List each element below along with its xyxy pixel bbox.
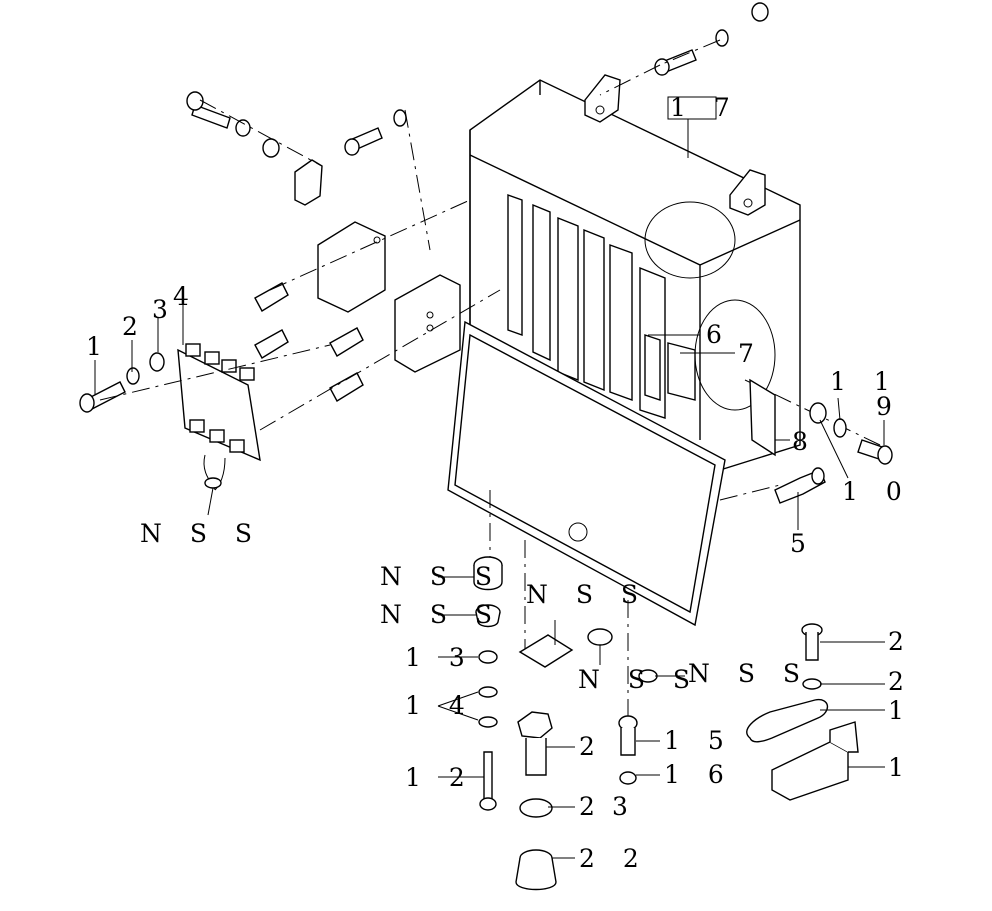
callout-16: 1 6 xyxy=(664,760,734,789)
callout-nut-22: 2 2 xyxy=(579,844,649,873)
callout-15: 1 5 xyxy=(664,726,734,755)
callout-10: 1 0 xyxy=(842,477,912,506)
callout-nss-a: N S S xyxy=(380,562,502,591)
callout-12: 1 2 xyxy=(405,763,475,792)
callout-washer-2: 2 xyxy=(579,792,605,821)
small-plate xyxy=(518,620,574,668)
callout-6: 6 xyxy=(706,320,732,349)
callout-nss-left: N S S xyxy=(140,519,262,548)
callout-9: 9 xyxy=(876,392,902,421)
callout-1: 1 xyxy=(86,332,112,361)
callout-nss-c: N S S xyxy=(526,580,648,609)
circuit-board xyxy=(177,343,261,516)
left-bracket-assembly xyxy=(254,159,461,402)
callout-5: 5 xyxy=(790,529,816,558)
callout-right-1a: 1 xyxy=(888,696,914,725)
right-bracket-assembly xyxy=(749,378,893,504)
callout-7: 7 xyxy=(738,339,764,368)
callout-nss-e: N S S xyxy=(688,659,810,688)
hold-down-parts xyxy=(746,623,859,801)
callout-bolt-2: 2 xyxy=(579,732,605,761)
leader-lines xyxy=(94,305,885,859)
left-fasteners xyxy=(79,2,769,413)
callout-right-2a: 2 xyxy=(888,627,914,656)
callout-13: 1 3 xyxy=(405,643,475,672)
callout-labels: 1 2 3 4 6 7 8 9 1 0 1 1 5 1 7 N S S N S … xyxy=(86,93,914,873)
callout-right-2b: 2 xyxy=(888,667,914,696)
callout-11: 1 1 xyxy=(830,367,900,396)
callout-nss-d: N S S xyxy=(578,665,700,694)
callout-right-1b: 1 xyxy=(888,753,914,782)
callout-2: 2 xyxy=(122,312,148,341)
front-panel xyxy=(447,320,726,627)
small-bolt xyxy=(587,628,658,785)
callout-sub-3: 3 xyxy=(612,792,638,821)
bottom-left-stack xyxy=(473,556,503,811)
callout-3: 3 xyxy=(152,295,178,324)
callout-8: 8 xyxy=(792,427,818,456)
callout-nss-b: N S S xyxy=(380,600,502,629)
callout-17: 1 7 xyxy=(670,93,740,122)
callout-14: 1 4 xyxy=(405,691,475,720)
circuit-cards xyxy=(507,194,696,419)
bolt-stack xyxy=(515,711,557,891)
callout-4: 4 xyxy=(173,282,199,311)
